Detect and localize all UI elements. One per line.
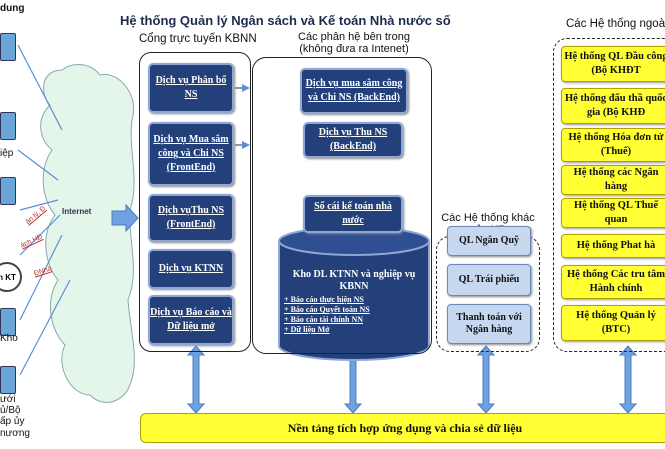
external-title: Các Hệ thống ngoài — [566, 18, 665, 30]
external-customs[interactable]: Hệ thống QL Thuế quan — [561, 198, 665, 228]
user-link-5 — [19, 234, 63, 321]
external-issuance[interactable]: Hệ thống Phat hà — [561, 234, 665, 258]
portal-service-reports[interactable]: Dịch vụ Báo cáo và Dữ liệu mở — [148, 295, 234, 345]
external-public-investment[interactable]: Hệ thống QL Đầu công (Bộ KHĐT — [561, 46, 665, 82]
external-group — [553, 38, 665, 352]
internal-ledger[interactable]: Sổ cái kế toán nhà nước — [303, 195, 403, 233]
portal-service-revenue[interactable]: Dịch vụThu NS (FrontEnd) — [148, 194, 234, 242]
left-label-users: dung — [0, 3, 25, 14]
left-label-local: nương — [0, 428, 30, 439]
phone-icon — [0, 308, 16, 336]
internet-label: Internet — [62, 207, 92, 216]
internal-subtitle: (không đưa ra Intenet) — [299, 43, 409, 55]
user-link-1 — [17, 44, 63, 131]
portal-group — [139, 52, 251, 352]
internet-to-portal-arrow — [111, 203, 139, 233]
warehouse-report-item: + Báo cáo tài chính NN — [284, 315, 364, 324]
portal-service-allocation[interactable]: Dịch vụ Phân bổ NS — [148, 63, 234, 113]
phone-icon — [0, 33, 16, 61]
warehouse-report-list: + Báo cáo thực hiện NS + Báo cáo Quyết t… — [284, 295, 370, 335]
portal-platform-arrow — [186, 345, 206, 414]
page-title: Hệ thống Quản lý Ngân sách và Kế toán Nh… — [120, 13, 451, 28]
external-btc-management[interactable]: Hệ thống Quản lý (BTC) — [561, 305, 665, 341]
warehouse-report-item: + Dữ liệu Mở — [284, 325, 330, 334]
internal-group — [252, 57, 432, 354]
warehouse-report-item: + Báo cáo thực hiện NS — [284, 295, 364, 304]
external-admin-centers[interactable]: Hệ thống Các tru tâm Hành chính — [561, 265, 665, 299]
internal-title: Các phân hệ bên trong — [298, 31, 410, 43]
internal-service-revenue[interactable]: Dịch vụ Thu NS (BackEnd) — [303, 122, 403, 158]
kbnn-logo-badge: n KT — [0, 262, 22, 292]
phone-icon — [0, 177, 16, 205]
phone-icon — [0, 366, 16, 394]
otherkb-platform-arrow — [476, 345, 496, 414]
portal-title: Cổng trực tuyến KBNN — [139, 33, 257, 45]
user-link-3 — [19, 199, 59, 211]
portal-service-procurement[interactable]: Dịch vụ Mua sắm công và Chi NS (FrontEnd… — [148, 122, 234, 186]
portal-service-ktnn[interactable]: Dịch vụ KTNN — [148, 249, 234, 289]
external-banks[interactable]: Hệ thống các Ngân hàng — [561, 165, 665, 195]
user-link-4 — [19, 214, 61, 256]
left-label-ministry: ủ/Bộ — [0, 405, 21, 416]
external-procurement[interactable]: Hệ thống đấu thầ quốc gia (Bộ KHĐ — [561, 88, 665, 124]
left-label-network: ưới — [0, 394, 16, 405]
other-kb-bonds[interactable]: QL Trái phiếu — [447, 264, 531, 296]
internal-service-procurement[interactable]: Dịch vụ mua sắm công và Chi NS (BackEnd) — [300, 68, 408, 114]
warehouse-report-item: + Báo cáo Quyết toán NS — [284, 305, 370, 314]
external-platform-arrow — [618, 345, 638, 414]
internet-cloud — [40, 64, 135, 403]
external-einvoice[interactable]: Hệ thống Hóa đơn tử (Thuế) — [561, 128, 665, 162]
user-link-2 — [17, 149, 59, 181]
left-label-treasury: Kho — [0, 333, 18, 344]
warehouse-cylinder — [278, 226, 430, 361]
left-label-business: iệp — [0, 148, 14, 159]
integration-platform-bar[interactable]: Nền tảng tích hợp ứng dụng và chia sẻ dữ… — [140, 413, 665, 443]
other-kb-treasury[interactable]: QL Ngân Quỹ — [447, 226, 531, 256]
other-kb-bank-payment[interactable]: Thanh toán với Ngân hàng — [447, 304, 531, 344]
phone-icon — [0, 112, 16, 140]
warehouse-title: Kho DL KTNN và nghiệp vụ KBNN — [292, 269, 416, 292]
user-link-6 — [19, 279, 71, 376]
left-label-party: ấp ủy — [0, 416, 25, 427]
